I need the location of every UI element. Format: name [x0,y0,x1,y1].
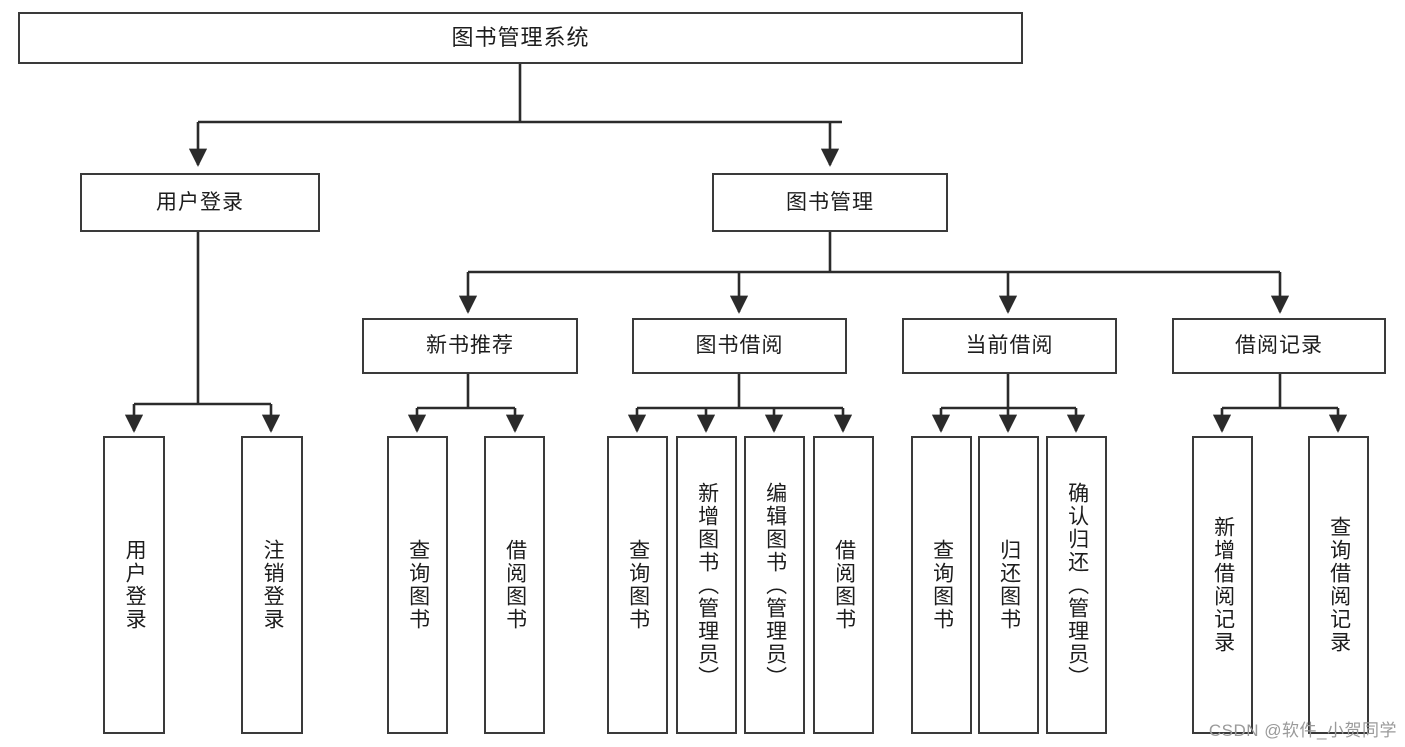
leaf-query-book-current[interactable]: 查询图书 [911,436,972,734]
node-new-book-recommend[interactable]: 新书推荐 [362,318,578,374]
leaf-edit-book-admin[interactable]: 编辑图书（管理员） [744,436,805,734]
node-borrow-record[interactable]: 借阅记录 [1172,318,1386,374]
leaf-add-borrow-record[interactable]: 新增借阅记录 [1192,436,1253,734]
leaf-borrow-book-borrow[interactable]: 借阅图书 [813,436,874,734]
node-root-system[interactable]: 图书管理系统 [18,12,1023,64]
leaf-confirm-return-admin[interactable]: 确认归还（管理员） [1046,436,1107,734]
node-user-login[interactable]: 用户登录 [80,173,320,232]
leaf-query-book-borrow[interactable]: 查询图书 [607,436,668,734]
leaf-borrow-book-recommend[interactable]: 借阅图书 [484,436,545,734]
csdn-watermark: CSDN @软件_小贺同学 [1208,721,1397,740]
leaf-query-book-recommend[interactable]: 查询图书 [387,436,448,734]
leaf-query-borrow-record[interactable]: 查询借阅记录 [1308,436,1369,734]
leaf-logout[interactable]: 注销登录 [241,436,303,734]
leaf-add-book-admin[interactable]: 新增图书（管理员） [676,436,737,734]
node-current-borrow[interactable]: 当前借阅 [902,318,1117,374]
leaf-user-login[interactable]: 用户登录 [103,436,165,734]
leaf-return-book[interactable]: 归还图书 [978,436,1039,734]
node-book-management[interactable]: 图书管理 [712,173,948,232]
node-book-borrow[interactable]: 图书借阅 [632,318,847,374]
